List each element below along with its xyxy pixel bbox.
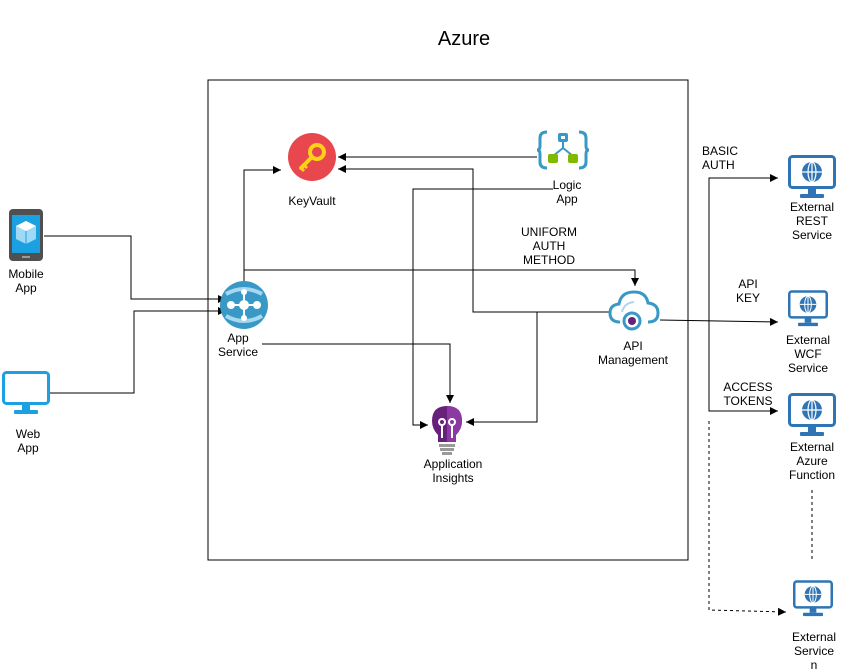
uniform-auth-label: UNIFORM AUTH METHOD xyxy=(521,225,577,267)
app-service-label: App Service xyxy=(217,331,258,359)
ext-rest-label: External REST Service xyxy=(789,200,835,242)
edge-appservice-to-keyvault xyxy=(243,166,281,281)
keyvault-label: KeyVault xyxy=(288,194,336,208)
ext-service-n-label: External Service n xyxy=(791,630,837,671)
globe-monitor-icon[interactable] xyxy=(793,580,833,618)
edge-logicapp-to-insights xyxy=(412,188,553,429)
globe-monitor-icon[interactable] xyxy=(788,290,828,328)
ext-function-label: External Azure Function xyxy=(788,440,836,482)
globe-monitor-icon[interactable] xyxy=(788,155,836,200)
globe-monitor-icon[interactable] xyxy=(788,393,836,438)
basic-auth-label: BASIC AUTH xyxy=(702,144,739,172)
edge-web-to-appservice xyxy=(50,307,226,394)
mobile-phone-icon[interactable] xyxy=(9,209,43,261)
edge-trunk-external xyxy=(708,174,778,322)
app-insights-label: Application Insights xyxy=(423,457,483,485)
lightbulb-icon[interactable] xyxy=(430,404,464,456)
monitor-icon[interactable] xyxy=(2,371,50,416)
api-key-label: API KEY xyxy=(735,277,760,305)
logic-app-icon[interactable] xyxy=(537,130,589,170)
app-service-icon[interactable] xyxy=(220,280,268,330)
diagram-title: Azure xyxy=(437,28,491,50)
mobile-app-label: Mobile App xyxy=(8,267,44,295)
edge-appservice-to-apim xyxy=(243,269,639,286)
edge-trunk-to-service-n xyxy=(708,421,787,616)
edge-trunk-to-function xyxy=(708,322,778,415)
edge-apim-to-wcf xyxy=(659,317,779,326)
key-vault-icon[interactable] xyxy=(288,133,336,181)
api-management-icon[interactable] xyxy=(608,288,660,332)
web-app-label: Web App xyxy=(15,427,41,455)
edge-apim-to-insights xyxy=(466,311,618,426)
access-tokens-label: ACCESS TOKENS xyxy=(723,380,773,408)
edge-appservice-to-insights xyxy=(262,343,454,403)
api-management-label: API Management xyxy=(597,339,669,367)
logic-app-label: Logic App xyxy=(552,178,582,206)
ext-wcf-label: External WCF Service xyxy=(785,333,831,375)
edge-mobile-to-appservice xyxy=(44,235,226,303)
